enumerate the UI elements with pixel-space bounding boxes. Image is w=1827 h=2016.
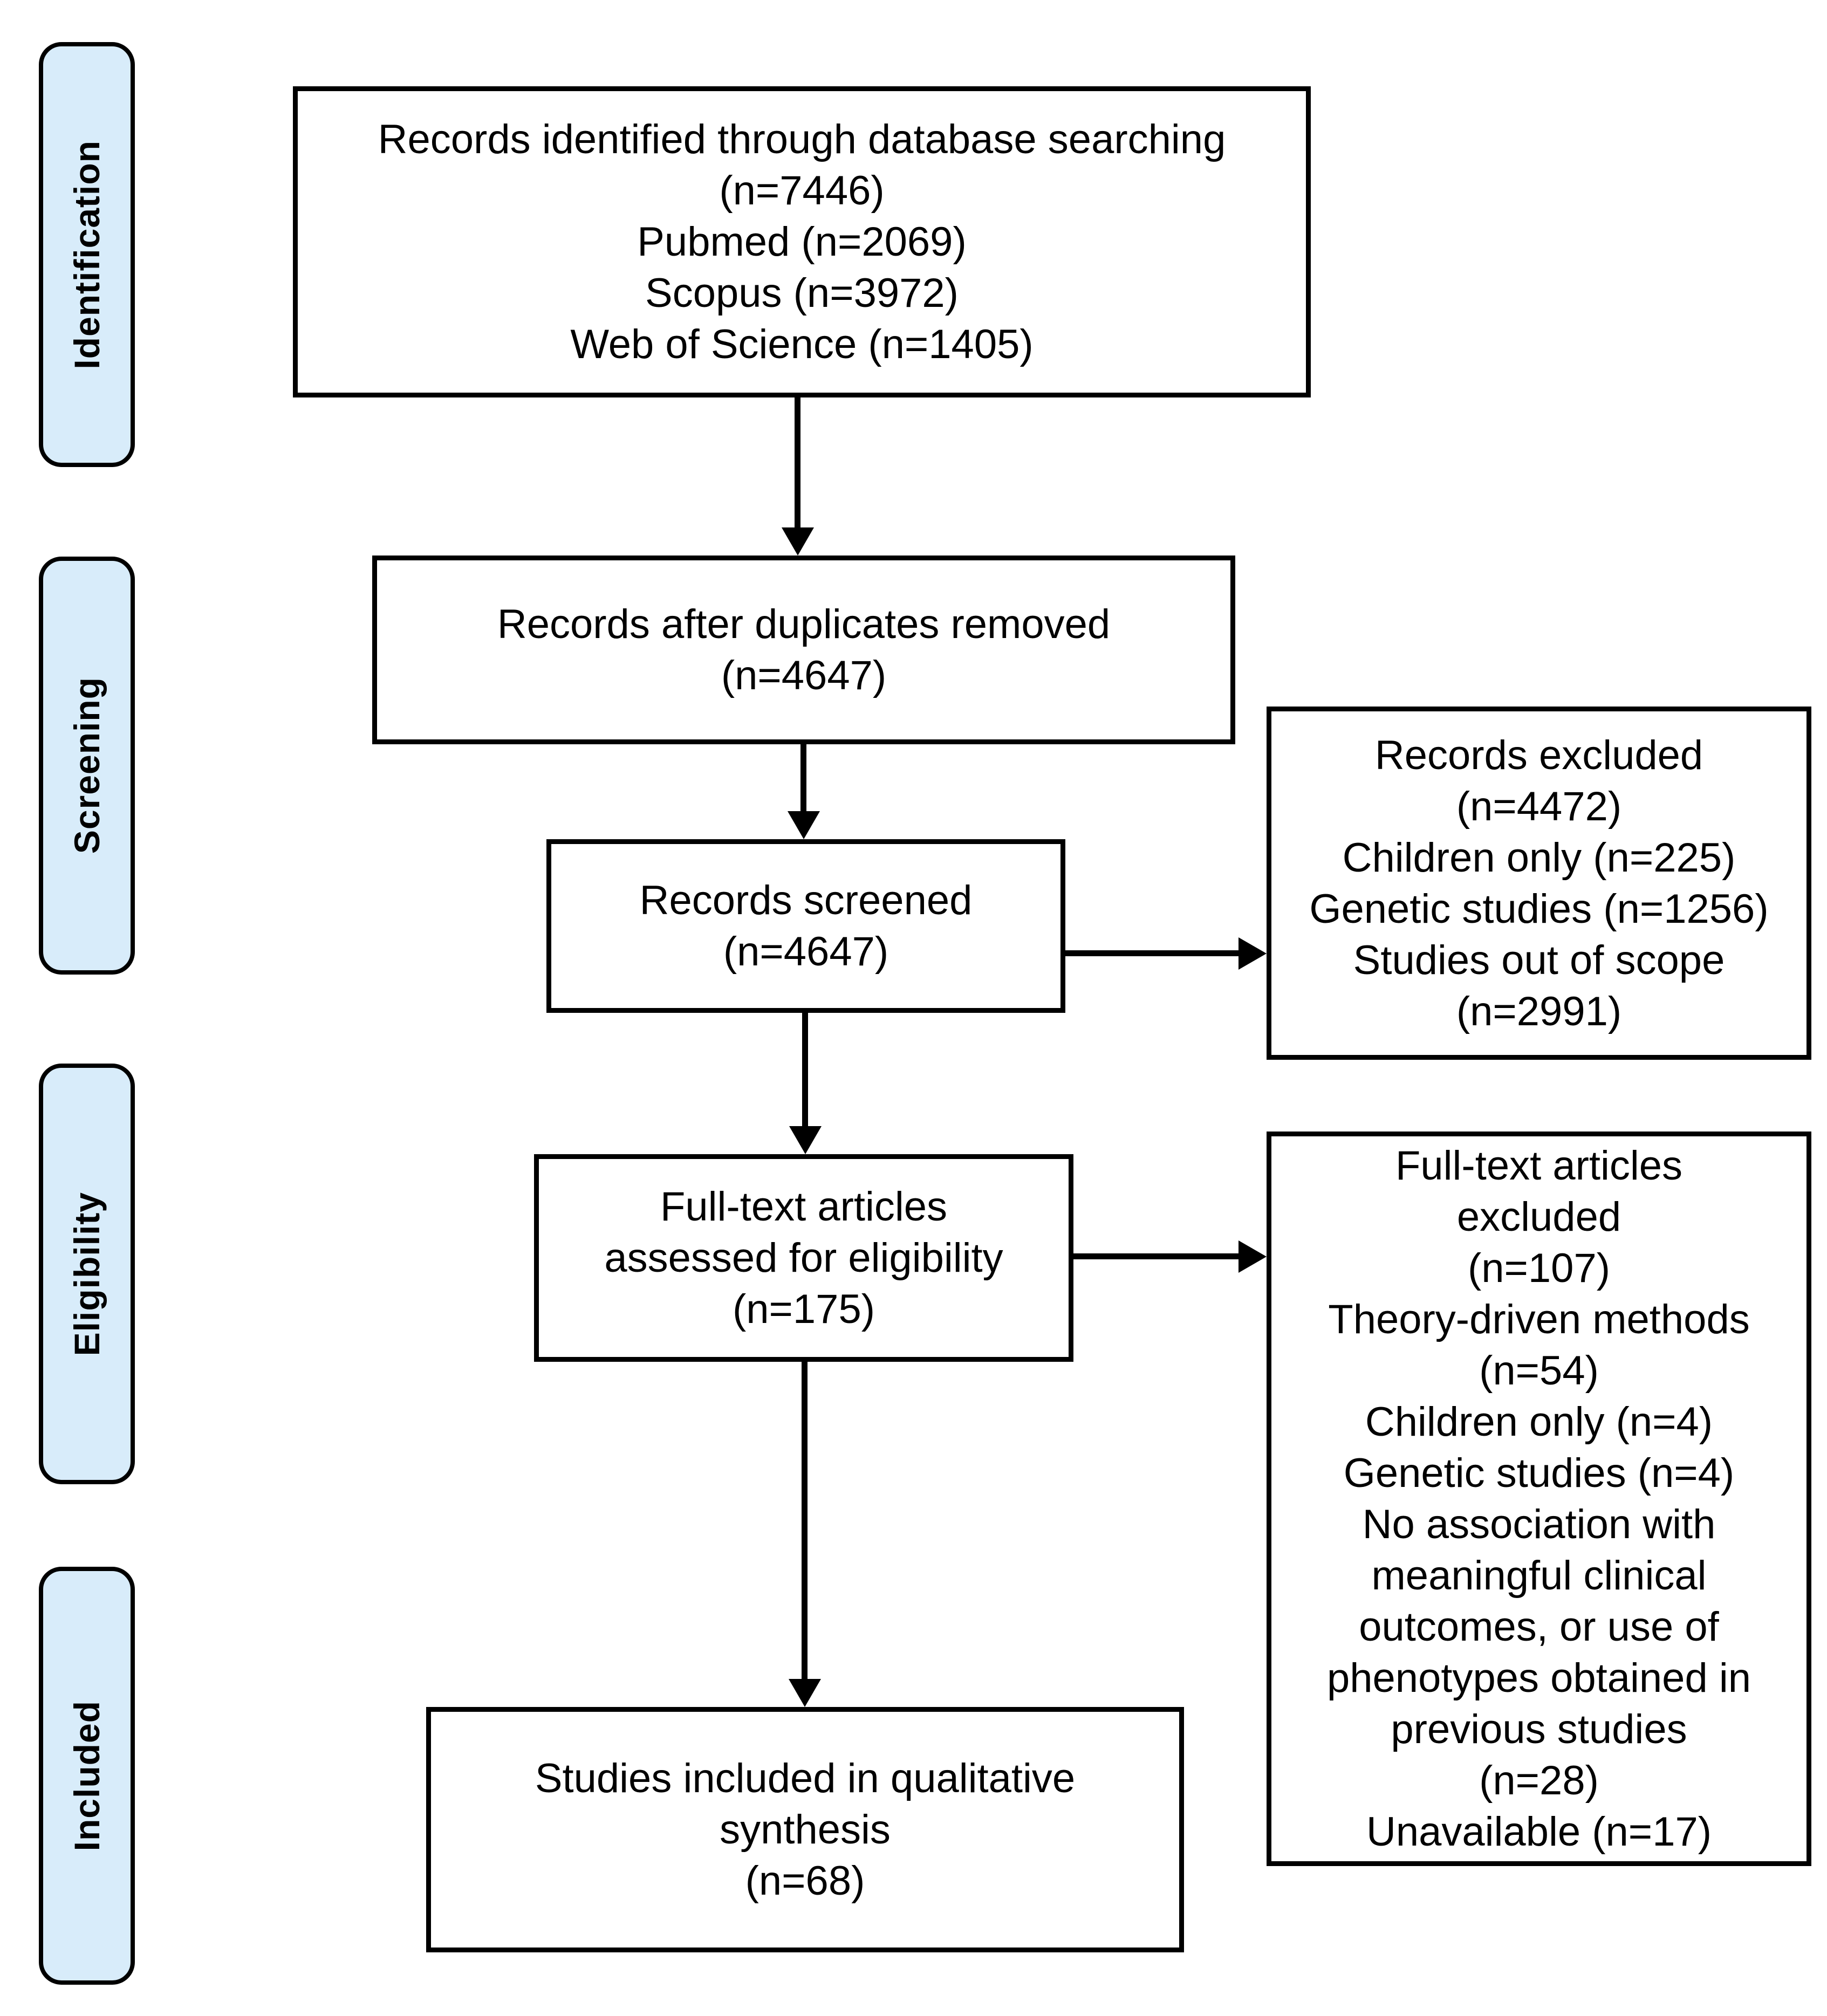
box-text-line: Records excluded <box>1374 732 1703 778</box>
box-duplicates-removed: Records after duplicates removed (n=4647) <box>372 556 1235 744</box>
box-text-line: Theory-driven methods <box>1328 1297 1750 1342</box>
arrow-fulltext-to-excluded-line <box>1073 1253 1243 1259</box>
arrow-screened-to-fulltext-head-icon <box>789 1126 822 1154</box>
box-text-line: (n=4472) <box>1456 783 1622 829</box>
arrow-fulltext-to-included-head-icon <box>789 1679 821 1707</box>
box-fulltext-excluded: Full-text articles excluded (n=107) Theory-… <box>1267 1132 1811 1866</box>
box-text-line: (n=107) <box>1467 1245 1611 1291</box>
box-text-line: Children only (n=225) <box>1342 834 1736 881</box>
box-text-line: Studies included in qualitative <box>535 1756 1076 1801</box>
box-text-line: Genetic studies (n=4) <box>1343 1450 1735 1496</box>
box-text-line: excluded <box>1456 1194 1621 1240</box>
box-text-line: Scopus (n=3972) <box>645 270 959 316</box>
box-text-line: assessed for eligibility <box>604 1235 1003 1281</box>
box-records-identified: Records identified through database sear… <box>293 86 1311 397</box>
box-text-line: synthesis <box>720 1807 891 1853</box>
box-text-line: Genetic studies (n=1256) <box>1309 886 1769 932</box>
box-text-line: Full-text articles <box>1395 1143 1683 1189</box>
box-text-line: Records after duplicates removed <box>497 601 1111 647</box>
box-text-line: (n=2991) <box>1456 988 1622 1034</box>
box-text-line: Unavailable (n=17) <box>1366 1809 1712 1855</box>
stage-eligibility-label: Eligibility <box>67 1191 107 1356</box>
box-text-line: phenotypes obtained in <box>1327 1655 1751 1701</box>
arrow-fulltext-to-included-line <box>802 1362 808 1683</box>
box-text-line: previous studies <box>1391 1706 1687 1752</box>
box-text-line: (n=175) <box>732 1286 875 1332</box>
arrow-screened-to-fulltext-line <box>802 1013 808 1130</box>
box-text-line: (n=68) <box>745 1858 865 1904</box>
box-text-line: meaningful clinical <box>1371 1553 1707 1599</box>
box-records-excluded: Records excluded (n=4472) Children only (n… <box>1267 707 1811 1060</box>
arrow-screened-to-excluded-line <box>1065 950 1243 956</box>
box-text-line: Full-text articles <box>660 1184 948 1230</box>
box-text-line: (n=4647) <box>721 653 887 698</box>
box-text-line: (n=4647) <box>723 929 889 975</box>
box-qualitative-synthesis: Studies included in qualitative synthesis… <box>426 1707 1184 1952</box>
box-text-line: (n=28) <box>1479 1758 1599 1804</box>
box-text-line: (n=54) <box>1479 1348 1599 1394</box>
stage-included: Included <box>39 1567 135 1985</box>
box-text-line: Records identified through database sear… <box>378 116 1226 162</box>
box-text-line: Studies out of scope <box>1353 937 1725 983</box>
arrow-duplicates-to-screened-head-icon <box>788 811 820 839</box>
box-text-line: Web of Science (n=1405) <box>570 321 1034 367</box>
box-text-line: outcomes, or use of <box>1359 1604 1719 1650</box>
arrow-fulltext-to-excluded-head-icon <box>1238 1240 1267 1273</box>
stage-eligibility: Eligibility <box>39 1064 135 1484</box>
stage-included-label: Included <box>67 1700 107 1852</box>
box-text-line: Pubmed (n=2069) <box>637 219 967 265</box>
stage-screening: Screening <box>39 557 135 975</box>
box-text-line: (n=7446) <box>719 168 885 214</box>
stage-identification-label: Identification <box>67 140 107 369</box>
box-text-line: No association with <box>1362 1501 1716 1547</box>
arrow-duplicates-to-screened-line <box>800 744 806 815</box>
box-records-screened: Records screened (n=4647) <box>546 839 1065 1013</box>
stage-identification: Identification <box>39 42 135 467</box>
arrow-screened-to-excluded-head-icon <box>1238 937 1267 970</box>
stage-screening-label: Screening <box>67 677 107 854</box>
box-fulltext-assessed: Full-text articles assessed for eligibili… <box>534 1154 1073 1362</box>
arrow-identified-to-duplicates-head-icon <box>782 527 814 556</box>
arrow-identified-to-duplicates-line <box>795 397 800 532</box>
box-text-line: Records screened <box>639 877 973 923</box>
box-text-line: Children only (n=4) <box>1365 1399 1713 1445</box>
